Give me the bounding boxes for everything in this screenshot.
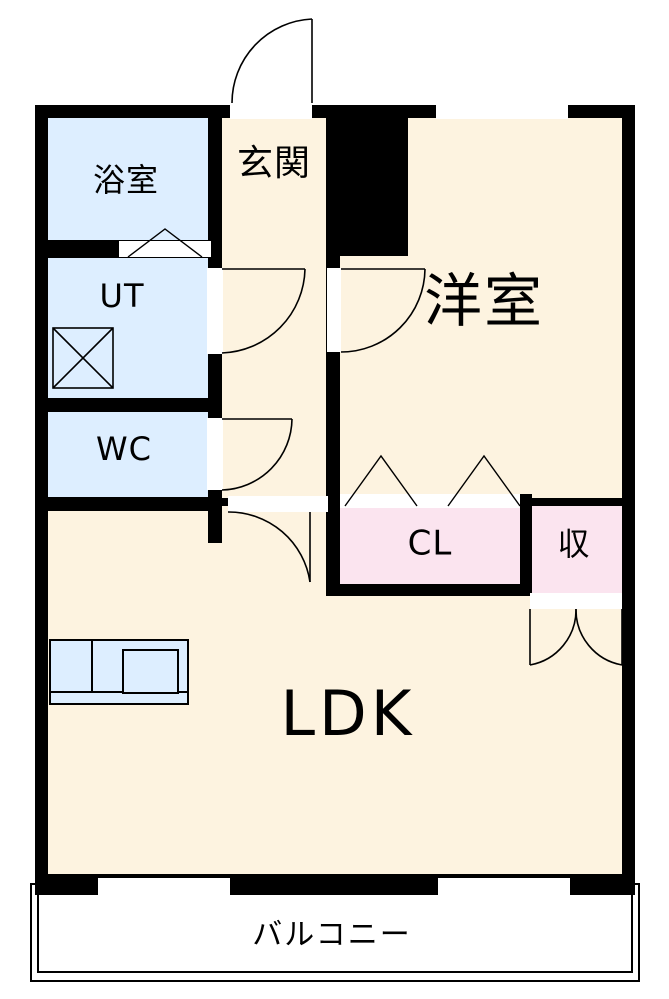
opening-cl-doors [340, 494, 520, 508]
balcony-label: バルコニー [252, 918, 411, 953]
wall-cl-osame-divider [520, 494, 532, 596]
opening-wc-door [207, 418, 223, 490]
room-label-osame: 収 [557, 525, 590, 563]
opening-ut-door [207, 268, 223, 354]
opening-youshitsu-door [327, 268, 341, 352]
balcony-area: バルコニー [30, 883, 640, 982]
wall-ut-wc-divider [35, 398, 222, 412]
washing-machine-pan [52, 327, 114, 389]
room-floor-yokushitsu [48, 118, 208, 240]
wall-cl-south [328, 584, 522, 596]
room-floor-cl [340, 506, 520, 584]
kitchen-sink-counter [49, 639, 189, 705]
opening-bathroom-door [119, 241, 211, 257]
room-floor-osame [530, 506, 622, 594]
opening-entrance-door [230, 103, 312, 119]
room-label-genkan: 玄関 [237, 143, 311, 184]
cl-folding-doors-symbol [344, 454, 521, 507]
wc-door-swing [221, 418, 293, 491]
osame-double-door-swing [529, 608, 623, 666]
room-label-cl: CL [408, 524, 453, 564]
opening-ldk-window-left [98, 878, 230, 896]
hallway-ldk-door-swing [227, 511, 311, 583]
room-label-yokushitsu: 浴室 [93, 161, 159, 199]
room-label-ldk: LDK [281, 677, 416, 750]
opening-youshitsu-north-window [436, 103, 568, 119]
room-label-wc: WC [96, 430, 152, 468]
wall-hallway-stub [208, 497, 222, 543]
structural-pillar-youshitsu [340, 118, 408, 256]
opening-hallway-ldk-door [228, 496, 328, 512]
room-floor-wc [48, 412, 208, 497]
bathroom-folding-door-symbol [127, 228, 203, 258]
entrance-door-swing [231, 18, 313, 104]
youshitsu-door-swing [340, 268, 426, 353]
ut-door-swing [221, 268, 306, 354]
wall-wc-south [35, 497, 222, 511]
opening-osame-doors [530, 593, 622, 609]
room-label-ut: UT [100, 277, 145, 315]
room-floor-genkan [222, 118, 326, 498]
opening-ldk-window-right [438, 878, 570, 896]
room-label-youshitsu: 洋室 [424, 267, 544, 335]
